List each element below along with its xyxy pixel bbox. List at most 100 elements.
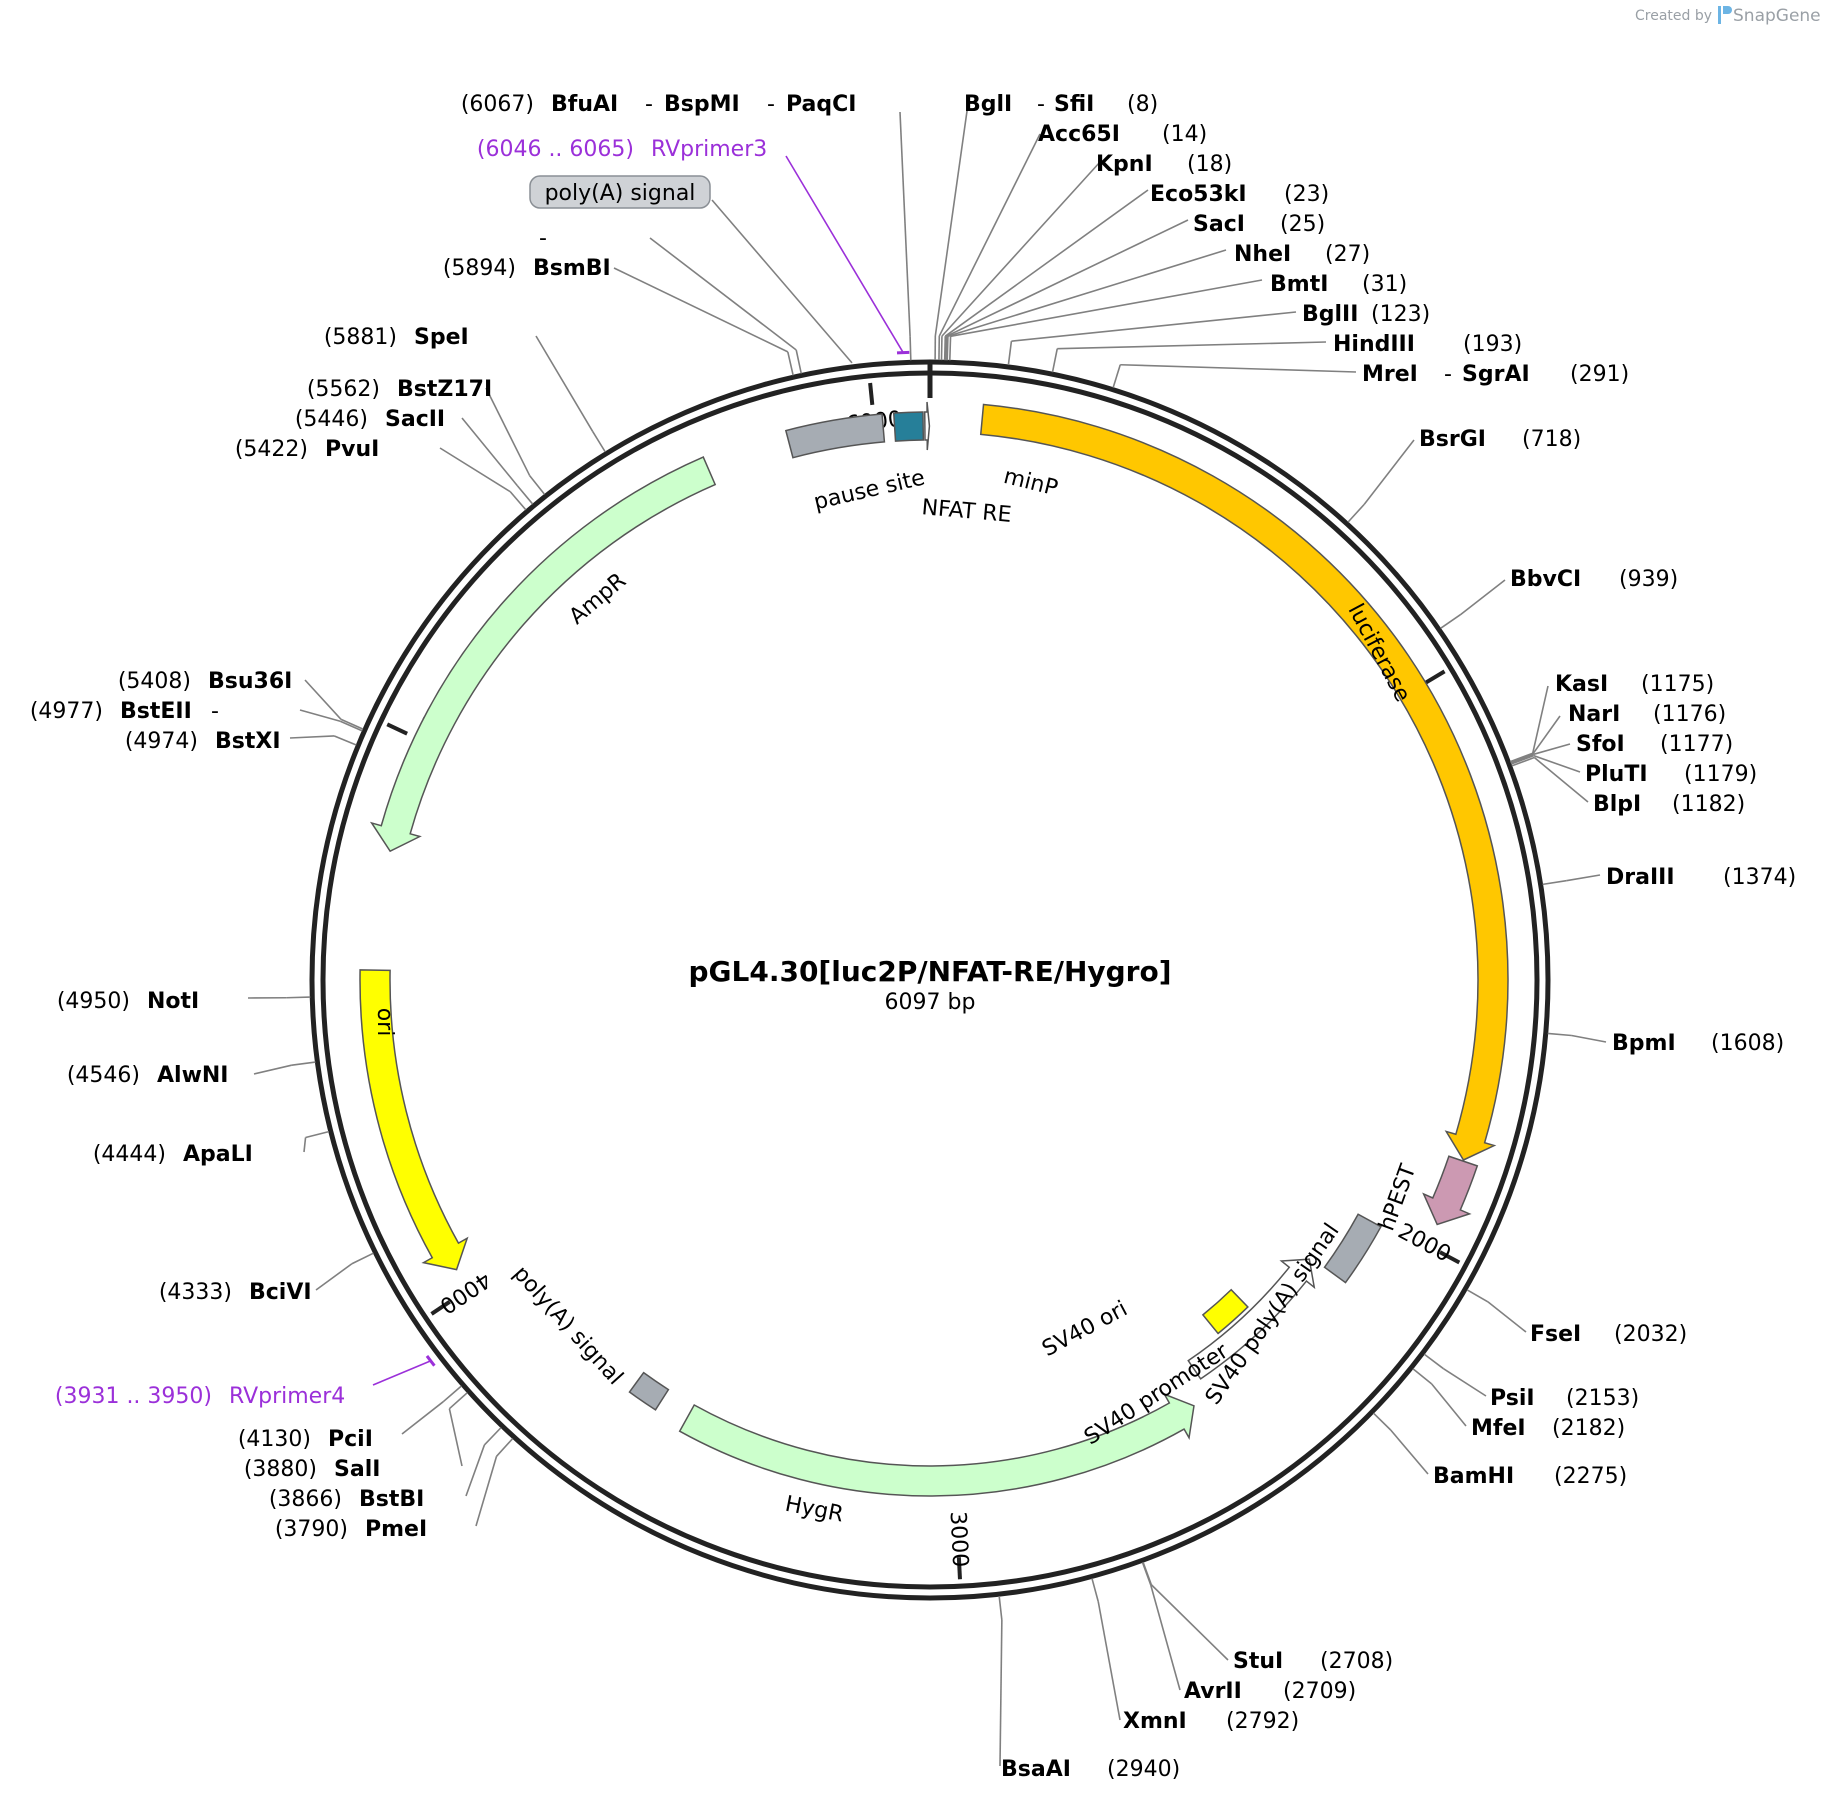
site-position: (2940) [1107, 1757, 1180, 1782]
primer-range: (3931 .. 3950) [55, 1384, 212, 1409]
enzyme-name: NarI [1568, 702, 1620, 727]
site-leader-line [946, 219, 1189, 337]
site-pluti: PluTI (1179) [1585, 762, 1757, 787]
site-bsu36i: (5422) PvuI [235, 437, 379, 462]
feature-ori [359, 969, 469, 1271]
svg-text:-: - [1037, 92, 1045, 117]
enzyme-name: BamHI [1433, 1464, 1514, 1489]
site-leader-stub [1547, 1032, 1572, 1037]
site-leader-stub [1091, 1578, 1100, 1602]
site-position: (5881) [324, 325, 397, 350]
site-position: (1182) [1672, 792, 1745, 817]
site-position: (18) [1187, 152, 1232, 177]
enzyme-name: Acc65I [1038, 122, 1120, 147]
site-position: (8) [1127, 92, 1158, 117]
enzyme-name: KpnI [1096, 152, 1153, 177]
site-leader-line [950, 279, 1263, 338]
primer-leader-rvprimer3 [785, 155, 904, 353]
svg-text:-: - [539, 226, 547, 251]
site-position: (1175) [1641, 672, 1714, 697]
site-leader-line [535, 335, 594, 432]
site-leader-line [253, 1064, 292, 1075]
svg-text:-: - [1444, 362, 1452, 387]
enzyme-name: BsaAI [1001, 1757, 1071, 1782]
site-leader-stub [1372, 1412, 1392, 1431]
tick-label-2000: 2000 [1394, 1219, 1455, 1267]
site-leader-stub [1141, 1562, 1152, 1586]
site-leader-stub [291, 1061, 316, 1066]
enzyme-name: Bsu36I [208, 669, 292, 694]
site-bglii: BglII (123) [1302, 302, 1430, 327]
site-leader-line [649, 237, 797, 351]
feature-label-pause-site: pause site [812, 465, 928, 515]
site-position: (718) [1522, 427, 1581, 452]
site-leader-line [1533, 756, 1589, 803]
site-position: (5446) [295, 407, 368, 432]
site-leader-line [1531, 685, 1549, 754]
plasmid-title-block: pGL4.30[luc2P/NFAT-RE/Hygro] 6097 bp [688, 955, 1171, 1015]
enzyme-name: PvuI [325, 437, 379, 462]
plasmid-name: pGL4.30[luc2P/NFAT-RE/Hygro] [688, 955, 1171, 988]
site-draiii: DraIII (1374) [1606, 865, 1796, 890]
enzyme-name: BlpI [1593, 792, 1641, 817]
enzyme-name: BciVI [249, 1280, 312, 1305]
site-position: (5422) [235, 437, 308, 462]
site-acc65i: Acc65I (14) [1038, 122, 1207, 147]
tick-mark-2000 [1438, 1250, 1461, 1265]
site-bstbi: (3880) SalI [244, 1457, 381, 1482]
site-position: (1176) [1653, 702, 1726, 727]
site-leader-stub [1007, 341, 1013, 366]
site-bsteii: (5408) Bsu36I [118, 669, 292, 694]
enzyme-name: SalI [334, 1457, 380, 1482]
tick-mark-3000 [956, 1557, 962, 1580]
site-leader-stub [1542, 879, 1567, 886]
enzyme-name: XmnI [1123, 1709, 1187, 1734]
enzyme-name: BsrGI [1419, 427, 1486, 452]
site-labels-right: BglI - SfiI (8) Acc65I (14) KpnI (18) Ec… [964, 92, 1796, 1782]
site-leader-stub [591, 431, 606, 453]
site-leader-stub [1510, 753, 1534, 764]
enzyme-name: MfeI [1471, 1416, 1526, 1441]
svg-text:-: - [211, 699, 219, 724]
site-bamhi: BamHI (2275) [1433, 1464, 1627, 1489]
site-position: (3790) [275, 1517, 348, 1542]
site-leader-stub [1466, 1289, 1489, 1303]
primer-bar-rvprimer4 [425, 1355, 436, 1367]
site-leader-line [899, 111, 911, 337]
feature-sv40-ori [1201, 1288, 1249, 1335]
site-leader-line [1443, 1368, 1487, 1397]
site-leader-line [1149, 1584, 1181, 1691]
site-leader-stub [529, 475, 546, 495]
site-position: (2153) [1566, 1386, 1639, 1411]
site-leader-line [1011, 311, 1297, 342]
tick-mark-5000 [386, 722, 408, 736]
tick-label-4000: 4000 [435, 1266, 495, 1318]
site-leader-line [401, 1401, 444, 1435]
site-leader-stub [483, 1427, 502, 1446]
primer-leader-rvprimer4 [372, 1360, 431, 1386]
site-position: (4333) [159, 1280, 232, 1305]
feature-sv40-polya-1 [1323, 1213, 1382, 1284]
site-position: (3866) [269, 1487, 342, 1512]
site-sali: (4130) PciI [238, 1427, 373, 1452]
site-leader-line [289, 735, 335, 739]
enzyme-name: ApaLI [183, 1142, 253, 1167]
site-leader-line [999, 1619, 1003, 1767]
feature-label-polya-bottom: poly(A) signal [508, 1261, 628, 1390]
enzyme-name: MreI [1362, 362, 1418, 387]
site-leader-stub [448, 1392, 468, 1410]
svg-text:-: - [767, 92, 775, 117]
site-leader-line [485, 387, 531, 476]
enzyme-name: PaqCI [786, 92, 856, 117]
site-leaders [247, 103, 1607, 1767]
feature-nfat-re [892, 411, 925, 442]
site-leader-stub [1112, 364, 1122, 388]
site-leader-stub [1440, 614, 1461, 629]
site-leader-line [303, 1137, 307, 1153]
tick-mark-1000 [1424, 669, 1446, 685]
site-fsei: FseI (2032) [1530, 1322, 1687, 1347]
enzyme-name: KasI [1555, 672, 1608, 697]
snapgene-logo-icon [1718, 6, 1732, 24]
plasmid-size: 6097 bp [885, 990, 976, 1015]
site-leader-line [448, 1408, 463, 1467]
